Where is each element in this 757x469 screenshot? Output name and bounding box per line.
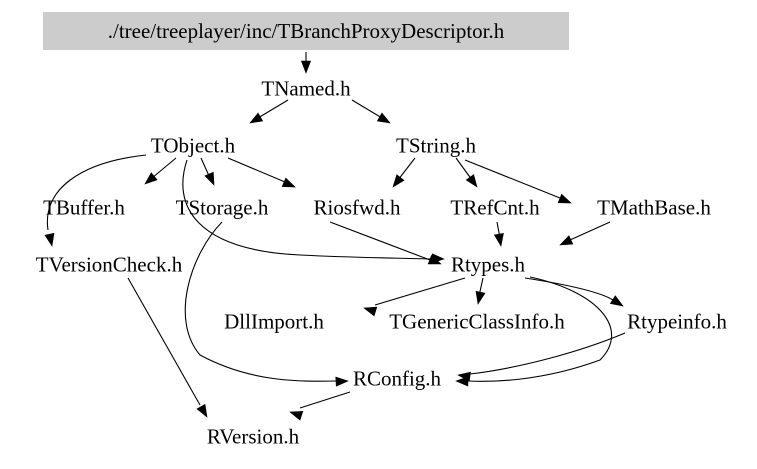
arrowhead-tobject-to-tversioncheck bbox=[44, 232, 55, 247]
arrowhead-tnamed-to-tobject bbox=[249, 112, 264, 124]
graph-node-rtypes[interactable]: Rtypes.h bbox=[450, 252, 526, 277]
edge-tversioncheck-to-rversion bbox=[127, 277, 201, 406]
arrowhead-tobject-to-riosfwd bbox=[281, 177, 296, 188]
graph-node-tobject[interactable]: TObject.h bbox=[150, 133, 236, 158]
graph-node-root[interactable]: ./tree/treeplayer/inc/TBranchProxyDescri… bbox=[43, 12, 569, 50]
edge-riosfwd-to-rtypes bbox=[329, 221, 431, 261]
graph-node-tmathbase[interactable]: TMathBase.h bbox=[597, 195, 711, 220]
edge-tobject-to-tbuffer bbox=[151, 157, 177, 179]
arrowhead-root-to-tnamed bbox=[300, 60, 312, 74]
arrowhead-tobject-to-tbuffer bbox=[144, 172, 158, 185]
graph-node-tbuffer[interactable]: TBuffer.h bbox=[43, 195, 125, 220]
edge-tobject-to-tversioncheck bbox=[46, 154, 147, 231]
graph-node-rconfig[interactable]: RConfig.h bbox=[352, 366, 442, 391]
edge-tnamed-to-tstring bbox=[351, 99, 383, 119]
graph-node-rversion[interactable]: RVersion.h bbox=[206, 424, 300, 449]
graph-node-tstorage[interactable]: TStorage.h bbox=[175, 195, 269, 220]
graph-node-tversioncheck[interactable]: TVersionCheck.h bbox=[35, 252, 183, 277]
arrowhead-rtypeinfo-to-rconfig bbox=[457, 371, 471, 382]
arrowhead-tversioncheck-to-rversion bbox=[196, 403, 208, 418]
edge-rtypes-to-rconfig bbox=[467, 276, 612, 382]
graph-node-tnamed[interactable]: TNamed.h bbox=[261, 76, 351, 101]
edge-tobject-to-rtypes bbox=[182, 159, 433, 260]
arrowhead-tstring-to-tmathbase bbox=[557, 193, 572, 204]
arrowhead-riosfwd-to-rtypes bbox=[427, 254, 442, 265]
edge-tstring-to-tmathbase bbox=[464, 159, 561, 199]
edge-rtypes-to-rtypeinfo bbox=[524, 277, 614, 301]
arrowhead-rtypes-to-tgenericclassinfo bbox=[475, 290, 486, 305]
graph-node-rtypeinfo[interactable]: Rtypeinfo.h bbox=[627, 309, 727, 334]
arrowhead-rconfig-to-rversion bbox=[289, 411, 304, 421]
arrowhead-tmathbase-to-rtypes bbox=[559, 235, 574, 246]
arrowhead-rtypes-to-rtypeinfo bbox=[609, 295, 624, 307]
edge-tstring-to-trefcnt bbox=[455, 157, 473, 181]
graph-node-dllimport[interactable]: DllImport.h bbox=[224, 309, 324, 334]
edge-rtypes-to-dllimport bbox=[374, 277, 466, 306]
edge-tstorage-to-rconfig bbox=[184, 221, 337, 382]
graph-node-riosfwd[interactable]: Riosfwd.h bbox=[313, 195, 401, 220]
arrowhead-tstring-to-trefcnt bbox=[465, 174, 478, 188]
arrowhead-tobject-to-tstorage bbox=[204, 171, 215, 186]
graph-node-tstring[interactable]: TString.h bbox=[396, 133, 476, 158]
edge-tnamed-to-tobject bbox=[257, 99, 289, 119]
arrowhead-rtypes-to-dllimport bbox=[363, 306, 378, 317]
edge-tstring-to-riosfwd bbox=[397, 157, 416, 181]
edge-rconfig-to-rversion bbox=[299, 391, 351, 409]
edge-tobject-to-riosfwd bbox=[227, 157, 286, 183]
arrowhead-trefcnt-to-rtypes bbox=[493, 233, 504, 247]
arrowhead-tstorage-to-rconfig bbox=[335, 376, 349, 387]
arrowhead-tstring-to-riosfwd bbox=[392, 174, 405, 188]
graph-node-tgenericclassinfo[interactable]: TGenericClassInfo.h bbox=[389, 309, 565, 334]
edge-rtypeinfo-to-rconfig bbox=[469, 332, 626, 375]
graph-node-trefcnt[interactable]: TRefCnt.h bbox=[450, 195, 540, 220]
arrowhead-tnamed-to-tstring bbox=[376, 112, 391, 124]
edge-tmathbase-to-rtypes bbox=[569, 221, 611, 241]
